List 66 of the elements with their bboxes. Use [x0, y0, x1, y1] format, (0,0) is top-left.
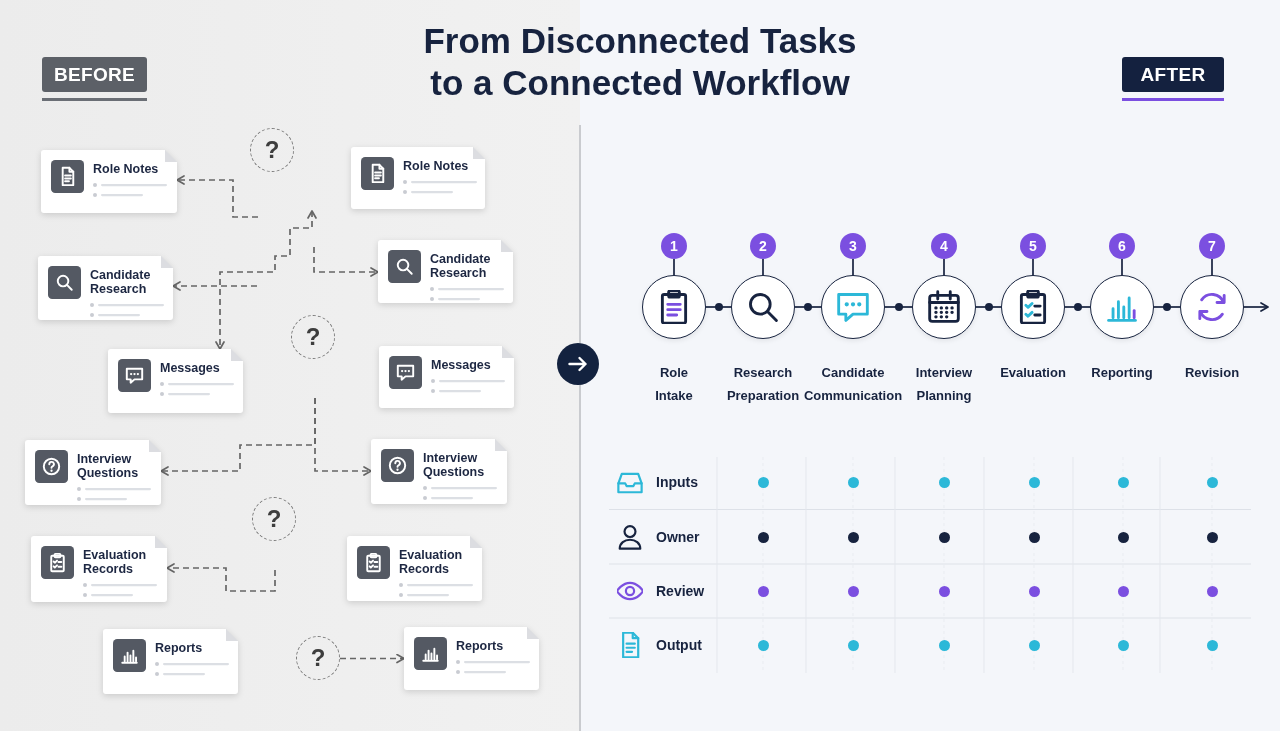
row-label: Owner	[656, 528, 700, 546]
connector-line	[705, 306, 732, 308]
task-card	[41, 150, 177, 213]
card-title: Candidate Research	[90, 268, 152, 296]
card-title: Reports	[456, 639, 505, 653]
dashed-arrow	[166, 563, 276, 592]
dashed-arrow	[313, 246, 379, 277]
step-number-badge: 7	[1199, 233, 1225, 259]
row-label: Output	[656, 636, 702, 654]
task-card	[347, 536, 482, 601]
dashed-arrow	[172, 281, 258, 291]
connector-line	[1032, 258, 1034, 276]
connector-line	[794, 306, 822, 308]
connector-line	[1121, 258, 1123, 276]
step-number-badge: 5	[1020, 233, 1046, 259]
title: From Disconnected Tasks to a Connected Workflow	[422, 20, 858, 104]
task-card	[371, 439, 507, 504]
connector-line	[852, 258, 854, 276]
step-number-badge: 1	[661, 233, 687, 259]
card-title: Interview Questions	[77, 452, 140, 480]
section-badge: AFTER	[1122, 57, 1224, 92]
step-number-badge: 4	[931, 233, 957, 259]
task-card	[103, 629, 238, 694]
card-title: Messages	[431, 358, 492, 372]
step-label: Role Intake	[655, 364, 693, 405]
step-label: Interview Planning	[915, 364, 973, 405]
card-title: Evaluation Records	[83, 548, 148, 576]
task-card	[351, 147, 485, 209]
connector-line	[673, 258, 675, 276]
step-number-badge: 3	[840, 233, 866, 259]
task-card	[404, 627, 539, 690]
task-card	[25, 440, 161, 505]
connector-line	[1064, 306, 1091, 308]
step-label: Reporting	[1091, 364, 1153, 382]
card-title: Role Notes	[93, 162, 160, 176]
step-label: Evaluation	[1000, 364, 1066, 382]
card-title: Interview Questions	[423, 451, 486, 479]
connector-line	[943, 258, 945, 276]
arrow	[1243, 302, 1269, 312]
step-number-badge: 6	[1109, 233, 1135, 259]
row-label: Inputs	[656, 473, 698, 491]
connector-line	[762, 258, 764, 276]
connector-line	[884, 306, 913, 308]
step-label: Revision	[1184, 364, 1240, 382]
task-card	[38, 256, 173, 320]
card-title: Messages	[160, 361, 221, 375]
step-label: Research Preparation	[726, 364, 800, 405]
step-number-badge: 2	[750, 233, 776, 259]
dashed-arrow	[339, 653, 405, 664]
dashed-arrow	[176, 175, 259, 218]
dashed-arrow	[215, 210, 317, 350]
task-card	[31, 536, 167, 602]
card-title: Candidate Research	[430, 252, 492, 280]
connector-line	[1211, 258, 1213, 276]
connector-line	[1153, 306, 1181, 308]
task-card	[379, 346, 514, 408]
connector-line	[975, 306, 1002, 308]
step-label: Candidate Communication	[803, 364, 903, 405]
dashed-arrow	[314, 397, 372, 476]
section-badge: BEFORE	[42, 57, 147, 92]
task-card	[108, 349, 243, 413]
card-title: Role Notes	[403, 159, 470, 173]
card-title: Reports	[155, 641, 204, 655]
row-label: Review	[656, 582, 705, 600]
task-card	[378, 240, 513, 303]
card-title: Evaluation Records	[399, 548, 464, 576]
